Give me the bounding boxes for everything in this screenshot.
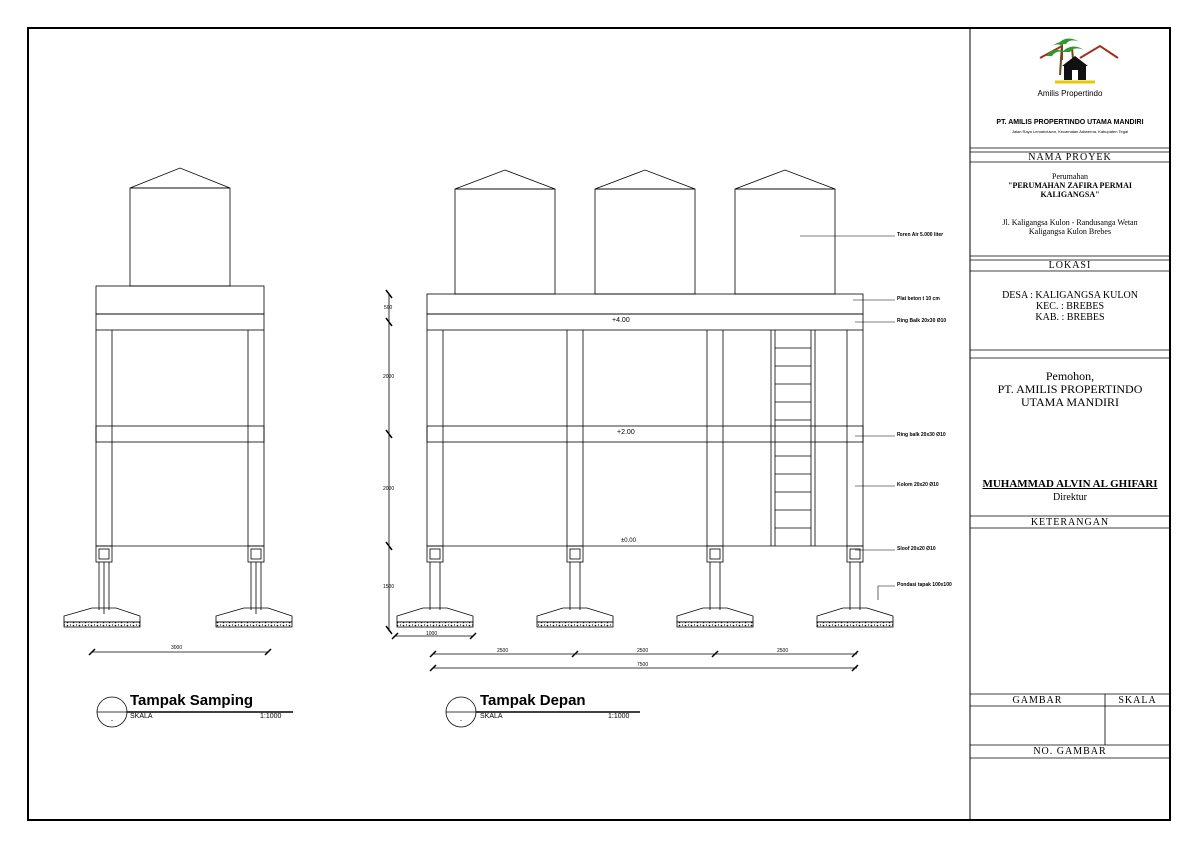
- front-slab: [426, 293, 864, 315]
- location-header: LOKASI: [1048, 260, 1092, 271]
- side-ring-beam-mid: [95, 425, 265, 443]
- front-view: [385, 169, 895, 672]
- front-footing-2: [536, 545, 614, 628]
- side-tank-roof: [129, 167, 231, 189]
- project-address-2: Kaligangsa Kulon Brebes: [1028, 227, 1112, 236]
- annotation-leaders: [800, 235, 895, 600]
- company-address: Jalan Raya Lemahduwur, Kecamatan Adiwern…: [1011, 129, 1129, 134]
- project-line-1: Perumahan: [1052, 172, 1088, 181]
- location-desa: DESA : KALIGANGSA KULON: [1002, 290, 1138, 301]
- front-tank-1-roof: [454, 169, 556, 190]
- dim-left-2: 2000: [383, 374, 395, 380]
- applicant-line-1: PT. AMILIS PROPERTINDO: [997, 382, 1143, 396]
- project-line-3: KALIGANGSA": [1040, 190, 1100, 199]
- logo-text: Amilis Propertindo: [1037, 89, 1103, 98]
- side-footing-left: [63, 545, 141, 628]
- front-ring-beam-mid: [426, 425, 864, 443]
- side-view-title: Tampak Samping: [130, 692, 254, 709]
- front-footing-3: [676, 545, 754, 628]
- project-address-1: Jl. Kaligangsa Kulon - Randusanga Wetan: [1002, 218, 1138, 227]
- front-scale-label: SKALA: [480, 713, 503, 720]
- front-tank-2-roof: [594, 169, 696, 190]
- dim-left-1: 500: [384, 305, 393, 311]
- dim-front-total: 7500: [637, 662, 649, 668]
- dim-side-width: 3000: [171, 645, 183, 651]
- dim-left-4: 1500: [383, 584, 395, 590]
- applicant-line-2: UTAMA MANDIRI: [1020, 395, 1120, 409]
- side-title-symbol: -: [96, 696, 293, 728]
- dim-front-bay-1: 2500: [497, 648, 509, 654]
- annotation-column: Kolom 20x20 Ø10: [897, 482, 939, 488]
- svg-text:-: -: [111, 718, 113, 724]
- signer-name: MUHAMMAD ALVIN AL GHIFARI: [982, 478, 1158, 490]
- front-tank-2: [594, 188, 696, 295]
- front-ladder: [770, 330, 816, 546]
- dim-left-3: 2000: [383, 486, 395, 492]
- side-footing-right: [215, 545, 293, 628]
- company-logo-icon: [1039, 38, 1119, 84]
- dim-front-footing: 1000: [426, 631, 438, 637]
- applicant-label: Pemohon,: [1045, 369, 1095, 383]
- notes-header: KETERANGAN: [1030, 517, 1110, 528]
- front-title-symbol: -: [445, 696, 640, 728]
- signer-title: Direktur: [1053, 492, 1087, 503]
- side-ring-beam-top: [95, 313, 265, 331]
- company-name: PT. AMILIS PROPERTINDO UTAMA MANDIRI: [996, 119, 1144, 126]
- front-tank-1: [454, 188, 556, 295]
- front-scale-value: 1:1000: [608, 713, 630, 720]
- front-level-ground: ±0.00: [621, 538, 636, 544]
- annotation-footing: Pondasi tapak 100x100: [897, 582, 952, 588]
- annotation-ring-mid: Ring balk 20x30 Ø10: [897, 432, 946, 438]
- location-kec: KEC. : BREBES: [1035, 301, 1105, 312]
- drawing-number-header: NO. GAMBAR: [1033, 746, 1107, 757]
- project-header: NAMA PROYEK: [1028, 152, 1112, 163]
- title-block-grid: [970, 147, 1170, 759]
- side-view: [63, 167, 293, 656]
- annotation-sloof: Sloof 20x20 Ø10: [897, 546, 936, 552]
- annotation-ring-top: Ring Balk 20x30 Ø10: [897, 318, 947, 324]
- front-footing-4: [816, 545, 894, 628]
- dim-front-bay-2: 2500: [637, 648, 649, 654]
- side-tank: [129, 187, 231, 287]
- front-view-title: Tampak Depan: [480, 692, 586, 709]
- drawing-header: GAMBAR: [1012, 695, 1063, 706]
- location-kab: KAB. : BREBES: [1035, 312, 1105, 323]
- side-slab: [95, 285, 265, 315]
- front-footing-1: [396, 545, 474, 628]
- front-level-mid: +2.00: [617, 429, 635, 436]
- sheet-border: [27, 27, 1171, 821]
- front-tank-3: [734, 188, 836, 295]
- project-line-2: "PERUMAHAN ZAFIRA PERMAI: [1008, 181, 1132, 190]
- svg-text:-: -: [460, 718, 462, 724]
- annotation-slab: Plat beton t 10 cm: [897, 296, 940, 302]
- title-block: Amilis Propertindo PT. AMILIS PROPERTIND…: [970, 28, 1170, 820]
- scale-header: SKALA: [1118, 695, 1157, 706]
- front-ring-beam-top: [426, 313, 864, 331]
- front-level-top: +4.00: [612, 317, 630, 324]
- dim-front-bay-3: 2500: [777, 648, 789, 654]
- side-scale-label: SKALA: [130, 713, 153, 720]
- side-scale-value: 1:1000: [260, 713, 282, 720]
- annotation-tank: Toren Air 5.000 liter: [897, 232, 944, 238]
- front-tank-3-roof: [734, 169, 836, 190]
